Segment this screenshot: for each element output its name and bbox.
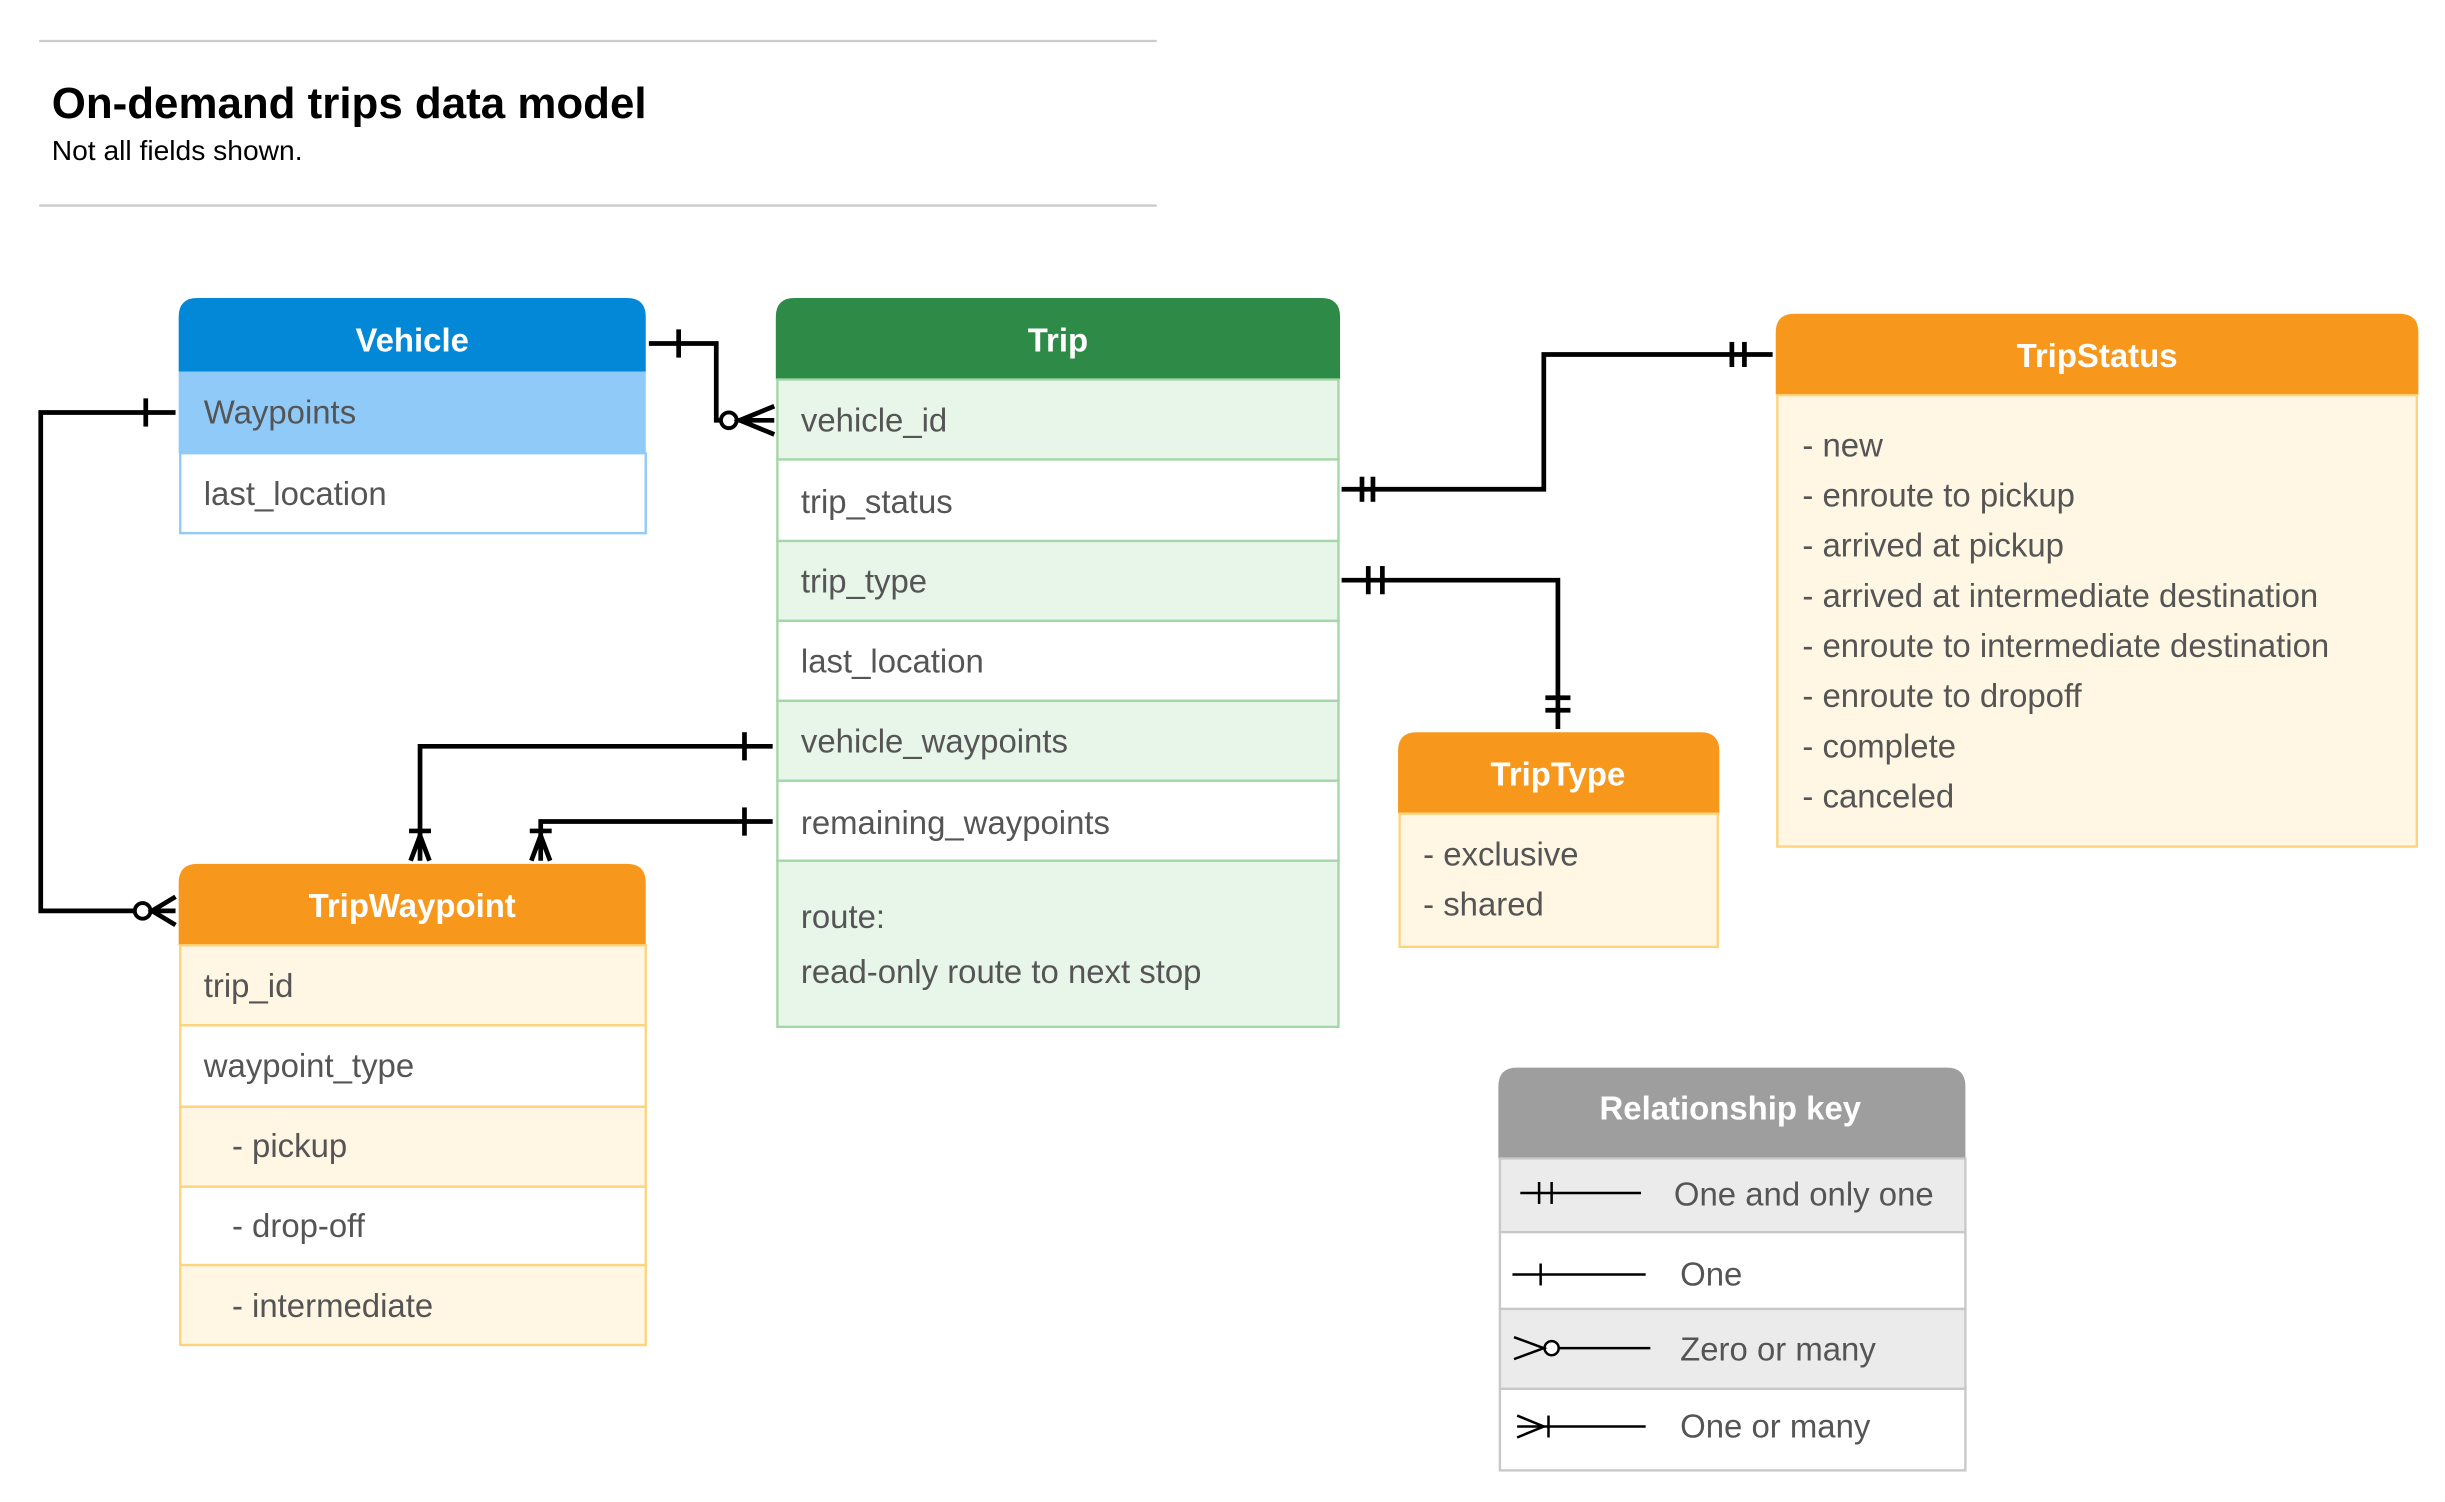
tripstatus-value: - enroute to pickup bbox=[1802, 477, 2075, 514]
vehicle-entity[interactable]: Vehicle Waypoints last_location bbox=[178, 298, 647, 535]
vehicle-title: Vehicle bbox=[355, 321, 468, 358]
tripwaypoint-field: trip_id bbox=[204, 967, 294, 1004]
relationship-key: Relationship key One and only one One bbox=[1498, 1067, 1967, 1472]
key-label: One bbox=[1680, 1255, 1742, 1292]
trip-field: trip_status bbox=[801, 483, 953, 520]
trip-route-label: route: bbox=[801, 898, 885, 935]
tripstatus-value: - new bbox=[1802, 426, 1883, 463]
triptype-title: TripType bbox=[1491, 755, 1626, 792]
zero-or-many-icon bbox=[1513, 1335, 1651, 1361]
connector-vehicle-waypoints bbox=[408, 732, 773, 862]
key-label: Zero or many bbox=[1680, 1331, 1876, 1368]
tripstatus-value: - complete bbox=[1802, 727, 1956, 764]
one-or-many-icon bbox=[1516, 1414, 1646, 1439]
trip-field: vehicle_waypoints bbox=[801, 723, 1068, 760]
trip-field: last_location bbox=[801, 643, 984, 680]
tripstatus-entity[interactable]: TripStatus - new - enroute to pickup - a… bbox=[1775, 313, 2419, 848]
page-title: On-demand trips data model bbox=[52, 79, 647, 128]
tripstatus-value: - enroute to intermediate destination bbox=[1802, 627, 2329, 664]
one-icon bbox=[1512, 1263, 1646, 1286]
tripstatus-value: - arrived at intermediate destination bbox=[1802, 577, 2318, 614]
trip-field: vehicle_id bbox=[801, 401, 947, 438]
tripwaypoint-field: - drop-off bbox=[232, 1207, 366, 1244]
vehicle-field: last_location bbox=[204, 475, 387, 512]
trip-field: remaining_waypoints bbox=[801, 804, 1110, 841]
connector-remaining-waypoints bbox=[529, 807, 773, 862]
tripwaypoint-field: - intermediate bbox=[232, 1287, 433, 1324]
triptype-entity[interactable]: TripType - exclusive - shared bbox=[1398, 732, 1720, 949]
key-label: One and only one bbox=[1674, 1176, 1934, 1213]
connector-triptype bbox=[1341, 566, 1571, 730]
trip-title: Trip bbox=[1028, 321, 1088, 358]
one-and-only-one-icon bbox=[1520, 1182, 1641, 1204]
tripwaypoint-title: TripWaypoint bbox=[309, 887, 516, 924]
trip-entity[interactable]: Trip vehicle_id trip_status trip_type la… bbox=[775, 298, 1341, 1029]
triptype-value: - exclusive bbox=[1423, 835, 1578, 872]
trip-route-desc: read-only route to next stop bbox=[801, 953, 1202, 990]
tripstatus-value: - arrived at pickup bbox=[1802, 527, 2064, 564]
triptype-value: - shared bbox=[1423, 886, 1544, 923]
tripstatus-title: TripStatus bbox=[2017, 337, 2178, 374]
page-subtitle: Not all fields shown. bbox=[52, 134, 303, 166]
connector-vehicle-trip bbox=[648, 329, 776, 437]
connector-vehicle-tripwaypoint bbox=[38, 398, 177, 927]
key-title: Relationship key bbox=[1600, 1089, 1862, 1126]
tripstatus-value: - canceled bbox=[1802, 777, 1954, 814]
key-label: One or many bbox=[1680, 1407, 1871, 1444]
tripwaypoint-entity[interactable]: TripWaypoint trip_id waypoint_type - pic… bbox=[178, 863, 647, 1347]
vehicle-field: Waypoints bbox=[204, 393, 356, 430]
tripwaypoint-field: - pickup bbox=[232, 1127, 347, 1164]
tripwaypoint-field: waypoint_type bbox=[203, 1047, 414, 1084]
connector-tripstatus bbox=[1341, 341, 1773, 502]
trip-field: trip_type bbox=[801, 563, 927, 600]
tripstatus-value: - enroute to dropoff bbox=[1802, 677, 2082, 714]
